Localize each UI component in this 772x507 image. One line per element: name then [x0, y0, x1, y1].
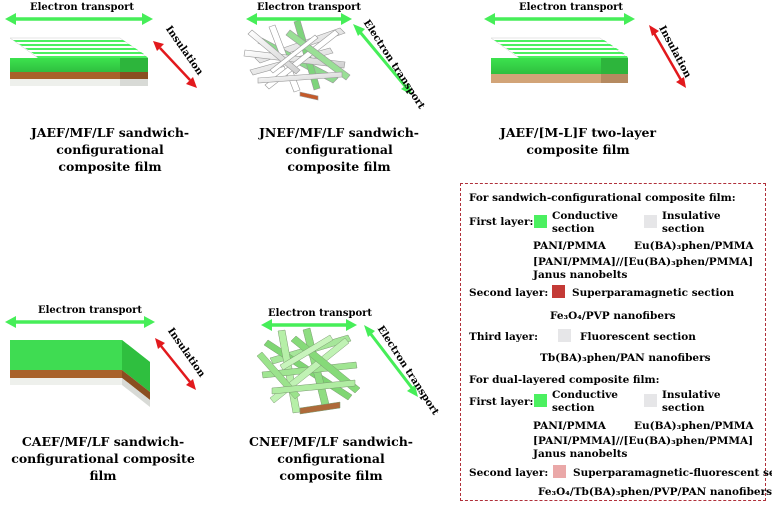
conductive-swatch — [534, 215, 547, 228]
striped-layer-front — [10, 58, 120, 72]
caption-line: JAEF/MF/LF sandwich- — [30, 125, 190, 140]
dual-insulative-label-line: Insulative — [662, 389, 721, 401]
jnef-electron-arrow-top — [246, 13, 352, 25]
jaef-mf-lf-insulation-arrow — [153, 41, 197, 88]
jnef-mf-lf-caption: JNEF/MF/LF sandwich-configurational comp… — [215, 124, 463, 175]
caption-line: CNEF/MF/LF sandwich-configurational — [249, 434, 413, 466]
dual-pani-pmma-label: PANI/PMMA — [533, 420, 606, 432]
dual-insulative-label-line: section — [662, 402, 705, 414]
second-layer-label: Second layer: — [469, 287, 549, 299]
cnef-fiber-mat — [256, 327, 361, 415]
third-layer-label: Third layer: — [469, 331, 538, 343]
spmf-swatch — [553, 465, 566, 478]
caption-line: composite film — [279, 468, 383, 483]
dual-janus-line-1: [PANI/PMMA]//[Eu(BA)₃phen/PMMA] — [533, 435, 754, 447]
janus-line-1: [PANI/PMMA]//[Eu(BA)₃phen/PMMA] — [533, 256, 754, 268]
magnetic-layer — [10, 72, 120, 79]
janus-line-2: Janus nanobelts — [533, 269, 628, 281]
jaef-mf-lf-electron-arrow — [5, 13, 153, 25]
caption-line: composite film — [526, 142, 630, 157]
insulative-label-line: Insulative — [662, 210, 721, 222]
jaef-ml-electron-label: Electron transport — [519, 2, 623, 13]
fe3o4-tb-label: Fe₃O₄/Tb(BA)₃phen/PVP/PAN nanofibers — [538, 486, 772, 498]
pani-pmma-label: PANI/PMMA — [533, 240, 606, 252]
caef-mf-lf-caption: CAEF/MF/LF sandwich- configurational com… — [8, 433, 198, 484]
dual-second-layer-label: Second layer: — [469, 467, 549, 479]
cnef-electron-arrow-top — [261, 319, 357, 331]
caption-line: configurational composite film — [11, 451, 195, 483]
superparamagnetic-label: Superparamagnetic section — [572, 287, 735, 299]
caption-line: configurational composite film — [56, 142, 164, 174]
conductive-label-line: section — [552, 223, 595, 235]
cnef-electron-label-top: Electron transport — [268, 308, 372, 319]
dual-insulative-label: Insulative section — [662, 389, 721, 415]
jnef-electron-arrow-diag — [353, 24, 412, 95]
dual-conductive-label-line: Conductive — [552, 389, 618, 401]
first-layer-label: First layer: — [469, 216, 534, 228]
insulative-label: Insulative section — [662, 210, 721, 236]
dual-janus-line-2: Janus nanobelts — [533, 448, 628, 460]
fluorescent-label: Fluorescent section — [580, 331, 696, 343]
jaef-ml-f-insulation-arrow — [649, 25, 686, 88]
superparamagnetic-swatch — [552, 285, 565, 298]
caption-line: composite film — [287, 159, 391, 174]
caef-electron-arrow — [5, 316, 155, 328]
dual-first-layer-label: First layer: — [469, 396, 534, 408]
caption-line: JNEF/MF/LF sandwich-configurational — [259, 125, 419, 157]
fe3o4-pvp-label: Fe₃O₄/PVP nanofibers — [550, 310, 676, 322]
caef-mf-lf-film — [10, 340, 150, 407]
dual-eu-pmma-label: Eu(BA)₃phen/PMMA — [634, 420, 754, 432]
ml-layer — [491, 74, 601, 83]
jaef-ml-f-film — [490, 37, 629, 83]
dual-insulative-swatch — [644, 394, 657, 407]
jaef-ml-f-caption: JAEF/[M-L]F two-layer composite film — [488, 124, 668, 158]
caef-electron-label: Electron transport — [38, 305, 142, 316]
caption-line: CAEF/MF/LF sandwich- — [21, 434, 185, 449]
dual-heading: For dual-layered composite film: — [469, 374, 660, 386]
fluorescent-swatch — [558, 329, 571, 342]
dual-conductive-label-line: section — [552, 402, 595, 414]
jaef-ml-f-electron-arrow — [484, 13, 635, 25]
cnef-mf-lf-caption: CNEF/MF/LF sandwich-configurational comp… — [207, 433, 455, 484]
insulative-swatch — [644, 215, 657, 228]
sandwich-heading: For sandwich-configurational composite f… — [469, 192, 736, 204]
legend-box: For sandwich-configurational composite f… — [460, 183, 772, 501]
dual-conductive-label: Conductive section — [552, 389, 618, 415]
cnef-electron-arrow-diag — [364, 325, 418, 397]
caef-insulation-arrow — [155, 338, 196, 390]
jaef-mf-lf-film — [9, 37, 149, 86]
jaef-electron-label: Electron transport — [30, 2, 134, 13]
jnef-electron-label-top: Electron transport — [257, 2, 361, 13]
conductive-label: Conductive section — [552, 210, 618, 236]
spmf-label: Superparamagnetic-fluorescent section — [573, 467, 772, 479]
tb-pan-label: Tb(BA)₃phen/PAN nanofibers — [540, 352, 711, 364]
luminescent-layer — [10, 79, 120, 86]
caption-line: JAEF/[M-L]F two-layer — [499, 125, 657, 140]
insulative-label-line: section — [662, 223, 705, 235]
conductive-label-line: Conductive — [552, 210, 618, 222]
eu-pmma-label: Eu(BA)₃phen/PMMA — [634, 240, 754, 252]
dual-conductive-swatch — [534, 394, 547, 407]
jaef-mf-lf-caption: JAEF/MF/LF sandwich- configurational com… — [20, 124, 200, 175]
jnef-fiber-mat — [243, 19, 351, 101]
